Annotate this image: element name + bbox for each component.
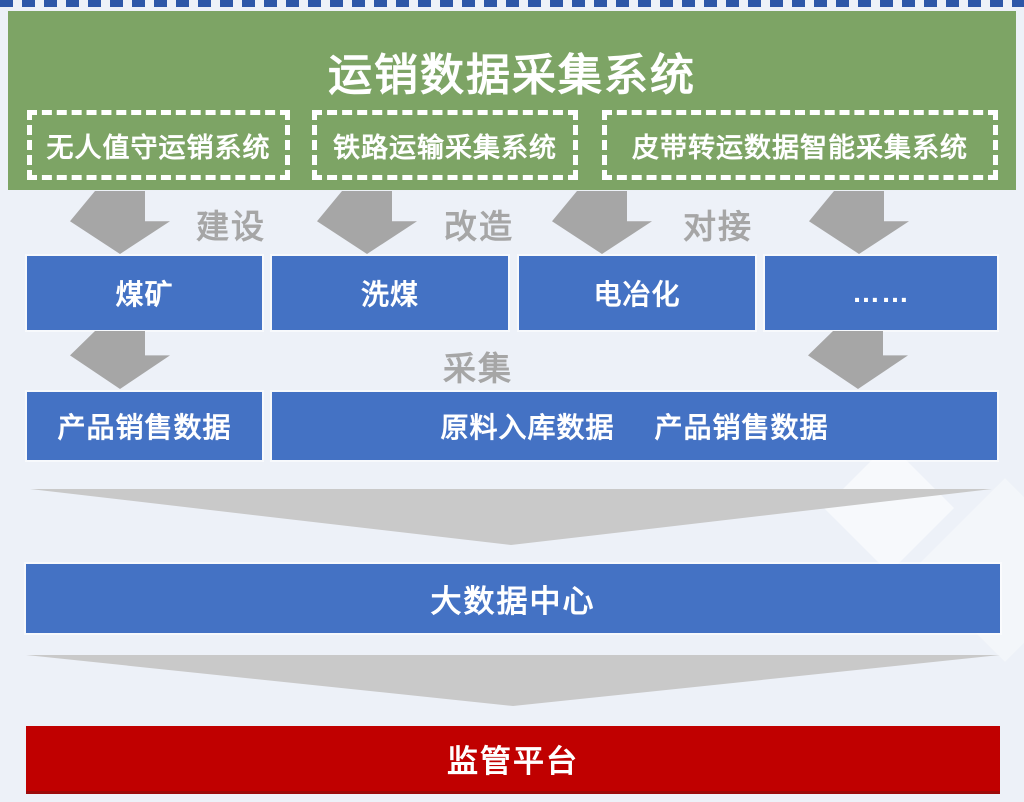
arrow-label-collect: 采集 [443,350,513,387]
down-arrow-icon [70,191,170,254]
arrow-label-build: 建设 [196,208,266,245]
source-box-ellipsis: …… [765,256,997,330]
box-label: 大数据中心 [430,584,596,619]
diagram-title: 运销数据采集系统 [328,51,696,100]
box-label: 煤矿 [115,279,174,310]
down-chevron-icon [26,655,1000,706]
box-label: 产品销售数据 [654,412,829,443]
supervision-platform-box: 监管平台 [26,726,1000,794]
subsystem-label: 铁路运输采集系统 [333,132,557,163]
subsystem-box-unmanned: 无人值守运销系统 [27,110,290,180]
box-label: …… [852,277,910,308]
source-box-electro-metallurgy: 电冶化 [519,256,755,330]
box-label: 洗煤 [360,279,419,310]
data-center-box: 大数据中心 [26,564,1000,633]
down-arrow-icon [552,191,652,254]
source-box-coal-mine: 煤矿 [27,256,262,330]
box-label: 产品销售数据 [57,412,232,443]
system-banner: 运销数据采集系统 无人值守运销系统 铁路运输采集系统 皮带转运数据智能采集系统 [8,11,1016,190]
down-arrow-icon [317,191,417,254]
subsystem-box-railway: 铁路运输采集系统 [312,110,578,180]
data-box-product-sales: 产品销售数据 [27,392,262,460]
down-arrow-icon [70,331,170,389]
subsystem-label: 无人值守运销系统 [46,132,271,163]
box-label: 监管平台 [447,744,579,779]
down-arrow-icon [809,191,909,254]
down-arrow-icon [808,331,908,389]
arrow-label-renovate: 改造 [444,208,514,245]
box-label: 电冶化 [593,279,681,310]
arrow-label-connect: 对接 [683,208,753,245]
subsystem-label: 皮带转运数据智能采集系统 [632,132,968,163]
top-dashed-border [0,0,1024,7]
subsystem-box-belt-transfer: 皮带转运数据智能采集系统 [602,110,998,180]
source-box-coal-washing: 洗煤 [272,256,508,330]
data-box-warehouse-and-sales: 原料入库数据 产品销售数据 [272,392,997,460]
box-label: 原料入库数据 [440,412,615,443]
